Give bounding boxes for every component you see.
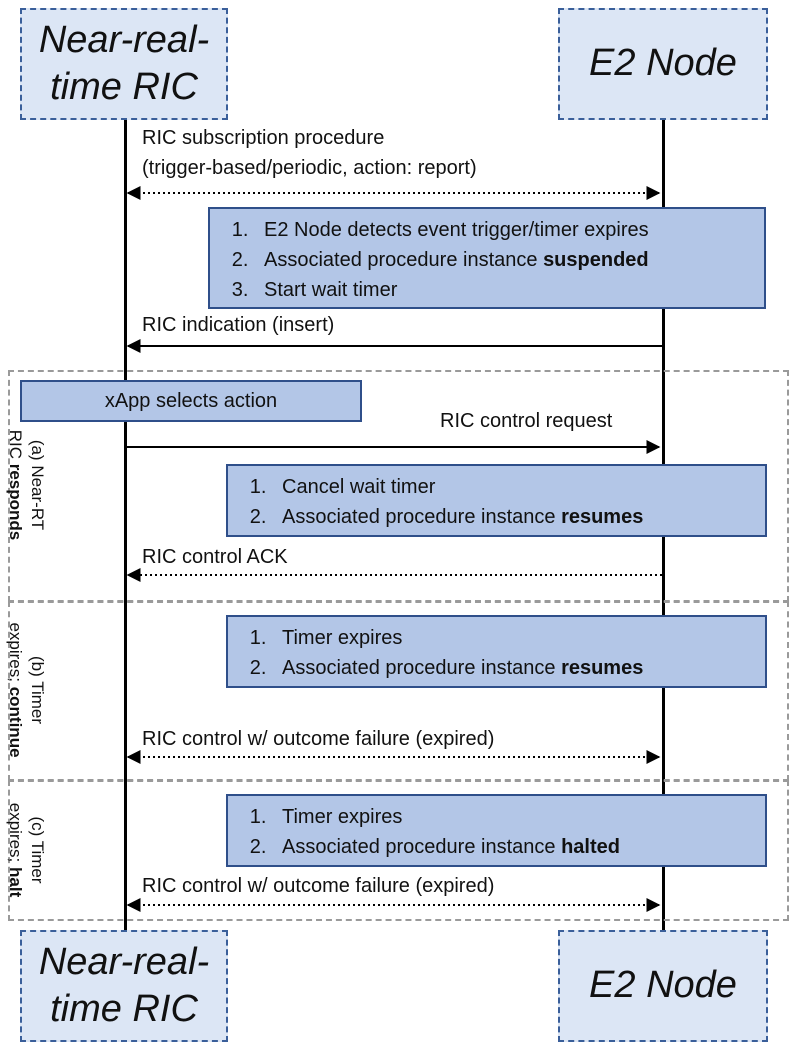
- note-item: Associated procedure instance halted: [272, 832, 755, 862]
- msg-control-ack: RIC control ACK: [142, 546, 288, 568]
- note-item: Associated procedure instance suspended: [254, 245, 754, 275]
- actor-label: Near-real-time RIC: [38, 940, 210, 1031]
- msg-control-request: RIC control request: [440, 410, 613, 432]
- note-xapp-selects-action: xApp selects action: [20, 380, 362, 422]
- msg-subscription-line2: (trigger-based/periodic, action: report): [142, 157, 477, 179]
- msg-failure-c: RIC control w/ outcome failure (expired): [142, 875, 495, 897]
- note-c-timer-expires: Timer expires Associated procedure insta…: [226, 794, 767, 867]
- actor-label: E2 Node: [589, 42, 737, 85]
- region-c: [8, 780, 789, 921]
- note-item: Associated procedure instance resumes: [272, 502, 755, 532]
- note-b-timer-expires: Timer expires Associated procedure insta…: [226, 615, 767, 688]
- actor-e2-node-top: E2 Node: [558, 8, 768, 120]
- note-detect-trigger: E2 Node detects event trigger/timer expi…: [208, 207, 766, 309]
- msg-failure-b: RIC control w/ outcome failure (expired): [142, 728, 495, 750]
- msg-subscription-line1: RIC subscription procedure: [142, 127, 385, 149]
- note-item: Timer expires: [272, 623, 755, 653]
- actor-near-rt-ric-top: Near-real-time RIC: [20, 8, 228, 120]
- actor-e2-node-bottom: E2 Node: [558, 930, 768, 1042]
- lifeline-ric: [124, 120, 127, 930]
- note-item: Cancel wait timer: [272, 472, 755, 502]
- note-xapp-label: xApp selects action: [104, 390, 278, 412]
- msg-indication: RIC indication (insert): [142, 314, 335, 336]
- note-item: Associated procedure instance resumes: [272, 653, 755, 683]
- note-a-cancel-timer: Cancel wait timer Associated procedure i…: [226, 464, 767, 537]
- actor-label: E2 Node: [589, 964, 737, 1007]
- actor-near-rt-ric-bottom: Near-real-time RIC: [20, 930, 228, 1042]
- note-item: Start wait timer: [254, 275, 754, 305]
- actor-label: Near-real-time RIC: [38, 18, 210, 109]
- note-item: Timer expires: [272, 802, 755, 832]
- note-item: E2 Node detects event trigger/timer expi…: [254, 215, 754, 245]
